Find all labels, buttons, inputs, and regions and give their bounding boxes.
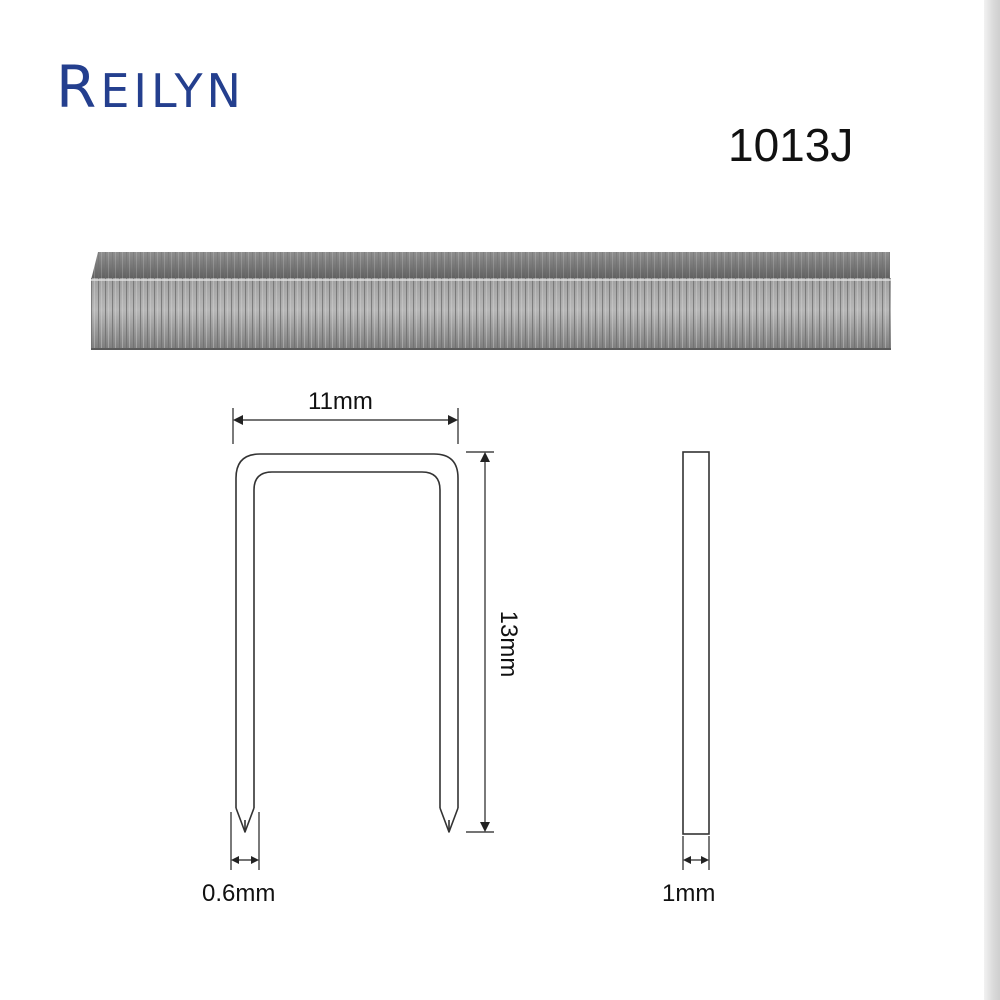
staple-depth-dimension <box>682 836 710 870</box>
staple-depth-label: 1mm <box>662 880 716 907</box>
brand-cap-letter: R <box>56 53 101 121</box>
model-number: 1013J <box>728 119 854 171</box>
brand-logo: REILYN <box>56 58 245 116</box>
strip-top-face <box>91 252 890 280</box>
staple-side-profile <box>682 451 710 835</box>
strip-front-face <box>91 278 891 350</box>
wire-thickness-label: 0.6mm <box>202 880 276 907</box>
leg-length-dimension <box>466 451 494 833</box>
crown-width-dimension <box>232 408 459 444</box>
staple-outline <box>235 453 459 833</box>
right-edge-shadow <box>984 0 1000 1000</box>
brand-rest-letters: EILYN <box>100 64 245 118</box>
wire-thickness-dimension <box>230 812 260 870</box>
crown-width-label: 11mm <box>308 388 373 415</box>
leg-length-label: 13mm <box>495 610 522 678</box>
